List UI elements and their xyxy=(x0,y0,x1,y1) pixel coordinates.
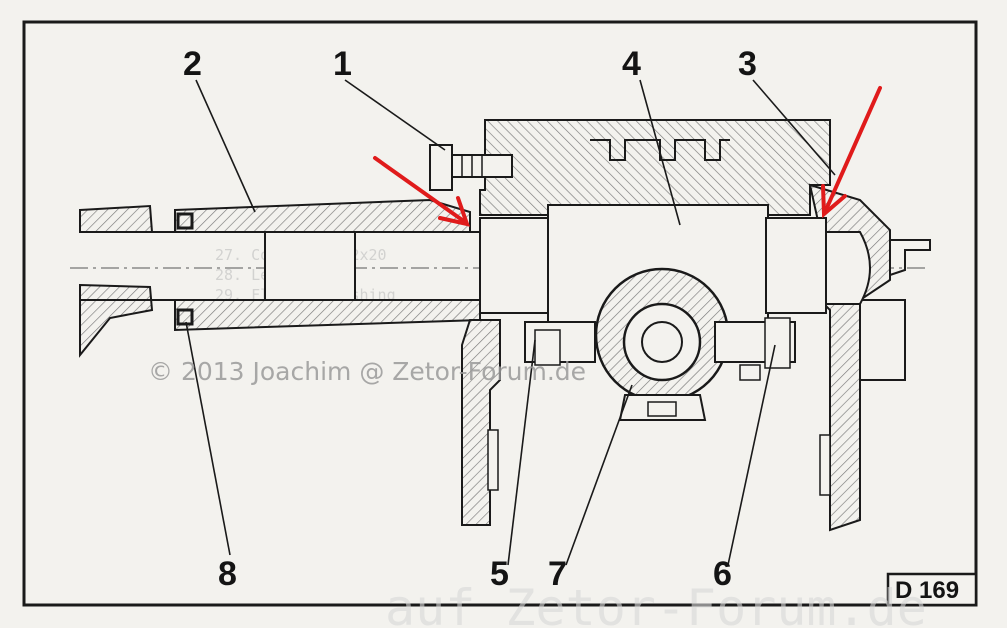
drawing-frame xyxy=(22,20,978,607)
eccentric-roller xyxy=(594,267,730,421)
cross-pins xyxy=(524,317,796,381)
brand-watermark: auf Zetor-Forum.de xyxy=(385,579,927,628)
callout-3: 3 xyxy=(738,45,757,83)
callout-5: 5 xyxy=(490,555,509,593)
figure-code-box: D 169 xyxy=(886,572,978,607)
bolt xyxy=(429,144,513,191)
callout-numbers: 2 1 4 3 8 5 7 6 xyxy=(183,45,757,593)
figure-code: D 169 xyxy=(895,577,959,604)
callout-7: 7 xyxy=(548,555,567,593)
arrow-right xyxy=(821,86,882,219)
leader-lines xyxy=(185,79,836,566)
callout-8: 8 xyxy=(218,555,237,593)
red-arrows xyxy=(373,86,882,227)
callout-6: 6 xyxy=(713,555,732,593)
callout-4: 4 xyxy=(622,45,641,83)
shaft-tube xyxy=(174,198,481,332)
callout-2: 2 xyxy=(183,45,202,83)
callout-1: 1 xyxy=(333,45,352,83)
seal-rings xyxy=(176,212,194,326)
copyright-watermark: © 2013 Joachim @ Zetor-Forum.de xyxy=(148,357,586,386)
arrow-left xyxy=(373,156,471,227)
